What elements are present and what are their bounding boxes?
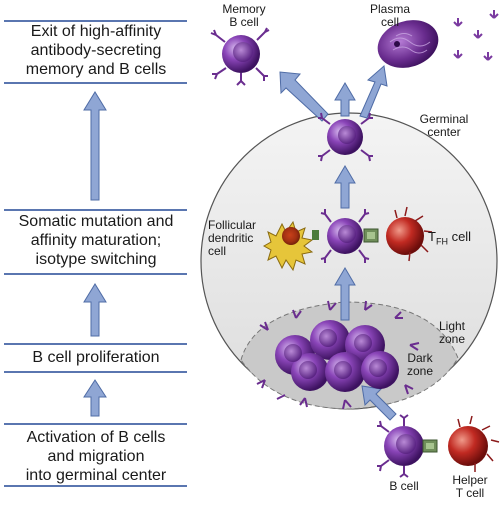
germinal-center-label-line-1: Germinal [419, 112, 469, 126]
diagonal-arrow-icon [359, 65, 388, 119]
up-arrow-icon [83, 283, 107, 337]
stage-mutation-line-2: affinity maturation; [30, 232, 162, 249]
proliferating-b-cell-cluster [256, 300, 420, 410]
stage-3-bottom-rule [4, 371, 187, 373]
helper-t-cell-label: Helper T cell [448, 474, 492, 500]
antibody-icons [453, 10, 499, 61]
b-cell-label: B cell [380, 480, 428, 493]
stage-4-top-rule [4, 423, 187, 425]
stage-proliferation-label: B cell proliferation [6, 348, 186, 367]
memory-b-cell [210, 27, 270, 86]
plasma-cell-label-line-2: cell [380, 15, 399, 29]
diagonal-arrow-icon [279, 71, 329, 122]
stage-2-bottom-rule [4, 273, 187, 275]
entering-b-cell [377, 414, 424, 478]
follicular-dendritic-cell [262, 220, 319, 272]
stage-mutation-line-1: Somatic mutation and [18, 213, 174, 230]
dark-zone-label-line-1: Dark [407, 351, 433, 365]
stage-activation-line-2: and migration [47, 448, 145, 465]
memory-b-cell-label-line-2: B cell [229, 15, 259, 29]
tfh-cell-label: TFH cell [428, 230, 500, 249]
b-cell-label-text: B cell [389, 479, 419, 493]
light-zone-label-line-1: Light [438, 319, 466, 333]
dark-zone-label-line-2: zone [406, 364, 434, 378]
tfh-label-main: T [428, 229, 436, 244]
stage-3-top-rule [4, 343, 187, 345]
stage-activation-line-3: into germinal center [25, 467, 167, 484]
tfh-label-tail: cell [447, 229, 472, 244]
light-zone-label: Light zone [432, 320, 472, 346]
selected-b-cell [318, 112, 373, 162]
up-arrow-icon [83, 91, 107, 201]
tfh-cell [363, 206, 433, 262]
follicular-dc-label-line-2: dendritic [208, 231, 254, 245]
stage-1-top-rule [4, 20, 187, 22]
plasma-cell-label: Plasma cell [368, 3, 412, 29]
helper-t-cell-label-line-1: Helper [452, 473, 488, 487]
memory-b-cell-label-line-1: Memory [222, 2, 266, 16]
tfh-label-subscript: FH [435, 236, 448, 247]
stage-arrows [83, 91, 107, 417]
stage-2-top-rule [4, 209, 187, 211]
stage-exit-line-3: memory and B cells [25, 61, 167, 78]
helper-t-cell [422, 415, 500, 472]
flow-arrows [279, 65, 397, 421]
up-arrow-icon [334, 82, 356, 117]
dark-zone-label: Dark zone [400, 352, 440, 378]
helper-t-cell-label-line-2: T cell [455, 486, 485, 500]
stage-exit-line-2: antibody-secreting [30, 42, 162, 59]
follicular-dc-label-line-1: Follicular [208, 218, 257, 232]
stage-exit-label: Exit of high-affinity antibody-secreting… [6, 22, 186, 79]
stage-mutation-label: Somatic mutation and affinity maturation… [6, 212, 186, 269]
stage-activation-label: Activation of B cells and migration into… [6, 428, 186, 485]
stage-proliferation-line-1: B cell proliferation [32, 349, 160, 366]
germinal-center-label-line-2: center [427, 125, 461, 139]
stage-4-bottom-rule [4, 485, 187, 487]
stage-activation-line-1: Activation of B cells [26, 429, 166, 446]
stage-exit-line-1: Exit of high-affinity [30, 23, 162, 40]
mutating-b-cell [320, 209, 370, 263]
germinal-center-label: Germinal center [414, 113, 474, 139]
stage-1-bottom-rule [4, 82, 187, 84]
up-arrow-icon [83, 379, 107, 417]
follicular-dc-label: Follicular dendritic cell [208, 219, 272, 258]
up-arrow-icon [334, 165, 356, 209]
follicular-dc-label-line-3: cell [208, 244, 227, 258]
stage-mutation-line-3: isotype switching [35, 251, 157, 268]
up-arrow-icon [334, 267, 356, 321]
diagonal-arrow-icon [361, 385, 397, 421]
plasma-cell [377, 20, 439, 68]
light-zone-label-line-2: zone [438, 332, 466, 346]
memory-b-cell-label: Memory B cell [222, 3, 266, 29]
plasma-cell-label-line-1: Plasma [369, 2, 410, 16]
